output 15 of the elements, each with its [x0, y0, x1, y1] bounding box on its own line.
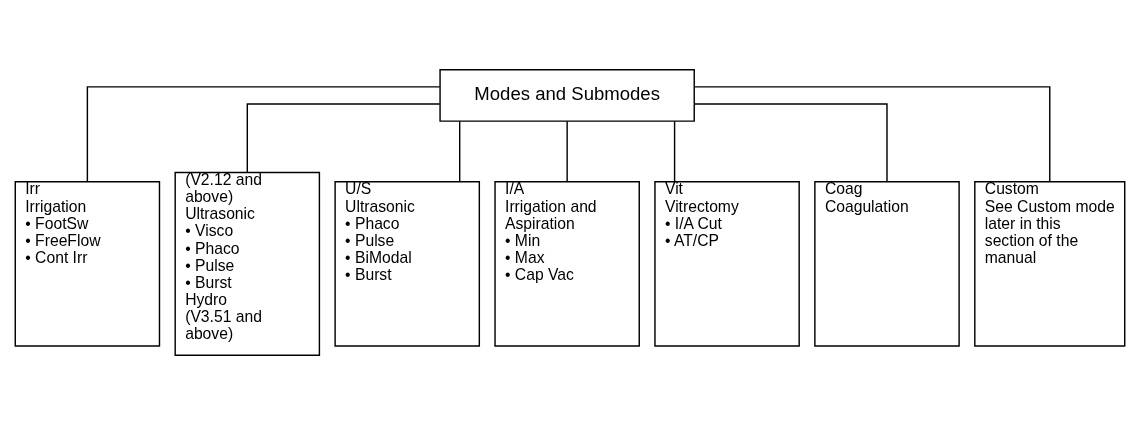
connector	[459, 120, 461, 183]
node-box: Coag Coagulation	[814, 181, 960, 347]
connector	[693, 103, 888, 183]
node-box: (V2.12 and above) Ultrasonic • Visco • Phaco • Pulse • Burst Hydro (V3.51 and above)	[174, 171, 321, 356]
node-box: Modes and Submodes	[439, 69, 695, 122]
connector	[673, 120, 676, 183]
connector	[86, 86, 441, 183]
node-box: I/A Irrigation and Aspiration • Min • Max • Cap Vac	[494, 181, 640, 347]
node-box: U/S Ultrasonic • Phaco • Pulse • BiModal • Burst	[334, 181, 481, 347]
connector	[246, 103, 441, 173]
connector	[566, 120, 568, 183]
node-box: Custom See Custom mode later in this section of the manual	[974, 181, 1126, 347]
node-box: Vit Vitrectomy • I/A Cut • AT/CP	[654, 181, 800, 347]
connector	[693, 86, 1051, 183]
node-box: Irr Irrigation • FootSw • FreeFlow • Cont Irr	[14, 181, 161, 347]
